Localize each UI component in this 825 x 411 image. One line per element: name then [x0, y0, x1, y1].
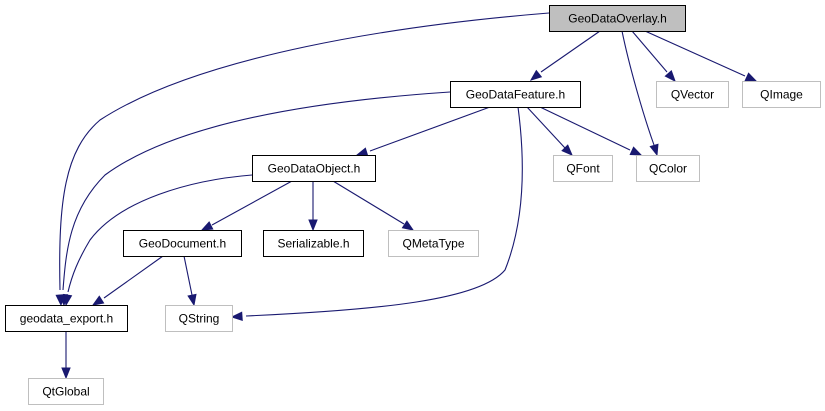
edge-line [631, 30, 668, 73]
node-export[interactable]: geodata_export.h [5, 305, 128, 332]
arrowhead-icon [187, 293, 197, 307]
node-box[interactable] [5, 305, 128, 332]
node-box [28, 378, 104, 405]
node-label: GeoDataObject.h [268, 162, 361, 176]
edge-line [526, 106, 566, 149]
node-qcolor: QColor [636, 155, 700, 182]
node-box [656, 81, 729, 108]
arrowhead-icon [664, 70, 676, 83]
node-feature[interactable]: GeoDataFeature.h [450, 81, 581, 108]
node-label: QMetaType [402, 237, 464, 251]
edge-feature-to-qstring [230, 106, 523, 321]
node-label: QString [179, 312, 220, 326]
edge-feature-to-export [58, 91, 451, 307]
edge-line [332, 180, 405, 225]
edge-object-to-export [62, 174, 253, 307]
edge-feature-to-qfont [526, 106, 573, 156]
node-label: QColor [649, 162, 687, 176]
node-document[interactable]: GeoDocument.h [123, 230, 242, 257]
edge-overlay-to-feature [529, 30, 601, 81]
edge-object-to-document [200, 180, 293, 231]
arrowhead-icon [230, 311, 243, 321]
node-qimage: QImage [742, 81, 821, 108]
arrowhead-icon [401, 220, 415, 231]
edge-feature-to-qcolor [539, 106, 643, 156]
edge-line [540, 30, 601, 73]
node-box[interactable] [549, 5, 686, 32]
arrowhead-icon [308, 219, 318, 232]
arrowhead-icon [529, 69, 543, 81]
node-label: Serializable.h [277, 237, 349, 251]
edge-line [369, 106, 491, 152]
node-object[interactable]: GeoDataObject.h [252, 155, 376, 182]
node-label: QtGlobal [42, 385, 89, 399]
node-box[interactable] [263, 230, 364, 257]
node-label: QFont [566, 162, 600, 176]
arrowhead-icon [629, 146, 643, 156]
arrowhead-icon [355, 147, 369, 157]
node-qvector: QVector [656, 81, 729, 108]
edge-feature-to-object [355, 106, 491, 157]
edge-line [67, 174, 253, 293]
edge-line [211, 180, 293, 226]
node-label: GeoDocument.h [139, 237, 226, 251]
node-label: GeoDataFeature.h [466, 88, 565, 102]
edge-line [621, 30, 655, 146]
node-serializable[interactable]: Serializable.h [263, 230, 364, 257]
edge-overlay-to-qvector [631, 30, 676, 83]
edge-overlay-to-qimage [644, 30, 758, 82]
node-label: geodata_export.h [20, 312, 113, 326]
arrowhead-icon [200, 221, 214, 231]
edge-export-to-qtglobal [61, 331, 71, 380]
edge-document-to-export [91, 255, 164, 306]
edge-object-to-serializable [308, 181, 318, 232]
node-box [165, 305, 233, 332]
node-box[interactable] [252, 155, 376, 182]
edge-line [103, 255, 164, 299]
node-qstring: QString [165, 305, 233, 332]
arrowhead-icon [649, 143, 659, 157]
arrowhead-icon [91, 295, 105, 306]
arrowhead-icon [561, 144, 573, 156]
node-box [553, 155, 613, 182]
node-box [742, 81, 821, 108]
edge-object-to-qmetatype [332, 180, 415, 231]
node-label: QImage [760, 88, 803, 102]
arrowhead-icon [62, 293, 73, 307]
arrowhead-icon [61, 367, 71, 380]
edge-line [183, 255, 193, 296]
node-overlay[interactable]: GeoDataOverlay.h [549, 5, 686, 32]
edge-line [245, 106, 523, 317]
edge-line [644, 30, 746, 77]
node-qmetatype: QMetaType [388, 230, 479, 257]
edges-layer [55, 12, 758, 380]
node-box[interactable] [450, 81, 581, 108]
edge-document-to-qstring [183, 255, 197, 307]
arrowhead-icon [744, 72, 758, 82]
node-label: QVector [671, 88, 714, 102]
node-qfont: QFont [553, 155, 613, 182]
edge-overlay-to-qcolor [621, 30, 659, 157]
node-qtglobal: QtGlobal [28, 378, 104, 405]
node-box [388, 230, 479, 257]
edge-line [62, 91, 451, 291]
edge-line [59, 12, 550, 291]
edge-line [539, 106, 631, 151]
node-box [636, 155, 700, 182]
node-label: GeoDataOverlay.h [568, 12, 667, 26]
node-box[interactable] [123, 230, 242, 257]
